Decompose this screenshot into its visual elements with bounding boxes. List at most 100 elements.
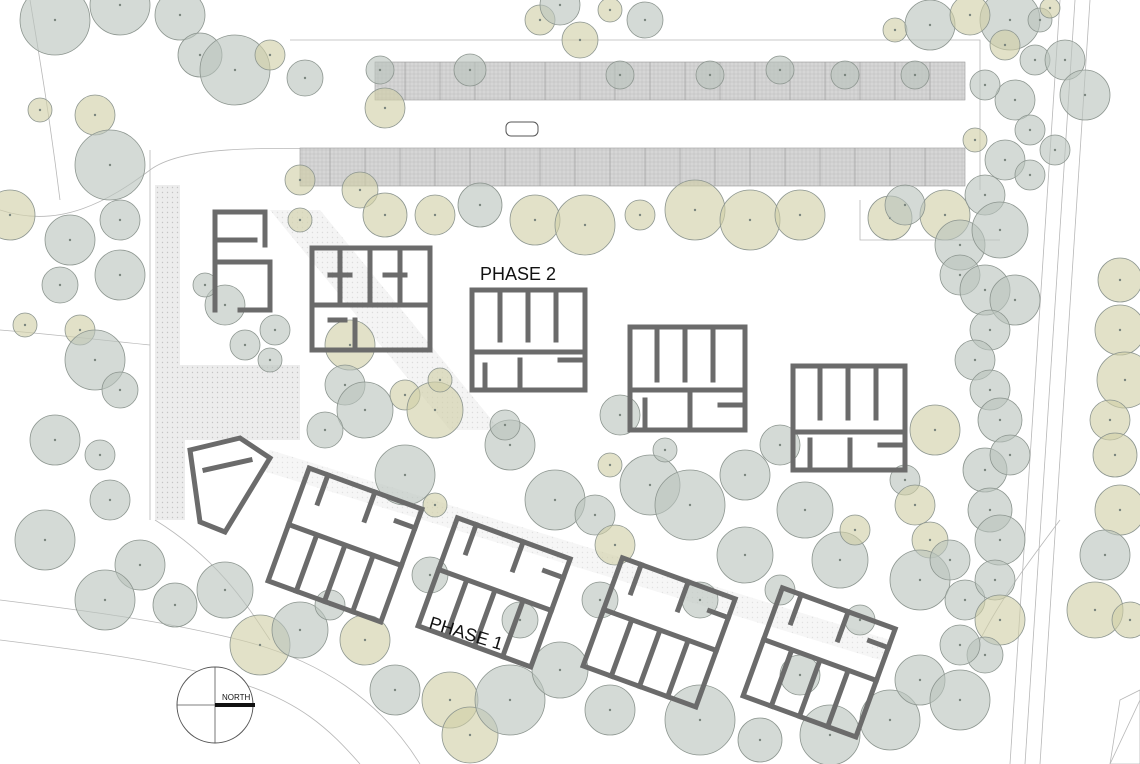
tree-trunk: [233, 68, 237, 72]
tree-trunk: [223, 303, 227, 307]
tree-trunk: [608, 463, 612, 467]
tree-trunk: [343, 383, 347, 387]
tree-trunk: [973, 358, 977, 362]
tree-trunk: [608, 8, 612, 12]
tree-trunk: [243, 343, 247, 347]
tree-trunk: [798, 213, 802, 217]
tree-trunk: [103, 598, 107, 602]
tree-trunk: [303, 76, 307, 80]
tree-trunk: [393, 688, 397, 692]
tree-trunk: [53, 438, 57, 442]
tree-trunk: [358, 188, 362, 192]
building-p1-wedge: [187, 435, 274, 536]
tree-trunk: [378, 68, 382, 72]
tree-trunk: [838, 558, 842, 562]
tree-trunk: [968, 13, 972, 17]
tree-trunk: [828, 733, 832, 737]
tree-trunk: [913, 73, 917, 77]
tree-trunk: [973, 138, 977, 142]
building-p1-b: [414, 514, 574, 671]
phase-2-buildings: [212, 209, 908, 473]
tree-trunk: [618, 413, 622, 417]
tree-trunk: [1003, 43, 1007, 47]
tree-trunk: [643, 18, 647, 22]
tree-trunk: [38, 108, 42, 112]
tree-trunk: [608, 708, 612, 712]
tree-trunk: [1103, 553, 1107, 557]
tree-trunk: [963, 598, 967, 602]
tree-trunk: [403, 473, 407, 477]
tree-trunk: [558, 668, 562, 672]
tree-canopy: [89, 0, 151, 36]
tree-trunk: [998, 538, 1002, 542]
tree-trunk: [853, 528, 857, 532]
building-p2-b: [309, 245, 433, 353]
tree-trunk: [983, 288, 987, 292]
tree-trunk: [223, 588, 227, 592]
tree-trunk: [118, 273, 122, 277]
tree-trunk: [273, 328, 277, 332]
tree-trunk: [268, 358, 272, 362]
tree-trunk: [958, 643, 962, 647]
tree-trunk: [93, 113, 97, 117]
tree-trunk: [468, 733, 472, 737]
tree-trunk: [348, 343, 352, 347]
tree-trunk: [1083, 93, 1087, 97]
tree-trunk: [43, 538, 47, 542]
tree-trunk: [698, 718, 702, 722]
tree-trunk: [478, 203, 482, 207]
tree-canopy: [1094, 484, 1140, 536]
tree-trunk: [508, 698, 512, 702]
tree-trunk: [933, 428, 937, 432]
tree-trunk: [468, 68, 472, 72]
tree-trunk: [323, 428, 327, 432]
tree-trunk: [93, 358, 97, 362]
tree-canopy: [1111, 601, 1140, 639]
tree-trunk: [1093, 608, 1097, 612]
tree-trunk: [178, 13, 182, 17]
tree-trunk: [553, 498, 557, 502]
tree-trunk: [268, 53, 272, 57]
building-p2-d: [627, 324, 748, 433]
tree-trunk: [258, 643, 262, 647]
tree-canopy: [154, 0, 206, 41]
tree-trunk: [893, 28, 897, 32]
building-p2-e: [790, 363, 908, 473]
tree-trunk: [1118, 278, 1122, 282]
tree-trunk: [1063, 58, 1067, 62]
tree-trunk: [693, 208, 697, 212]
tree-trunk: [743, 473, 747, 477]
tree-trunk: [708, 73, 712, 77]
tree-trunk: [613, 543, 617, 547]
tree-trunk: [958, 273, 962, 277]
car-icon: [505, 121, 539, 137]
building-p1-c: [579, 554, 739, 711]
tree-trunk: [928, 23, 932, 27]
tree-trunk: [23, 323, 27, 327]
tree-trunk: [983, 193, 987, 197]
tree-trunk: [903, 203, 907, 207]
tree-trunk: [928, 538, 932, 542]
tree-trunk: [108, 498, 112, 502]
tree-trunk: [983, 653, 987, 657]
tree-trunk: [58, 283, 62, 287]
tree-trunk: [1008, 18, 1012, 22]
tree-trunk: [383, 106, 387, 110]
tree-trunk: [203, 283, 207, 287]
tree-trunk: [778, 68, 782, 72]
tree-trunk: [198, 53, 202, 57]
tree-trunk: [78, 328, 82, 332]
tree-trunk: [988, 508, 992, 512]
building-p1-a: [264, 464, 426, 626]
phase-1-buildings: [187, 435, 899, 741]
tree-trunk: [1038, 18, 1042, 22]
tree-trunk: [363, 638, 367, 642]
tree-trunk: [778, 443, 782, 447]
building-p2-a: [212, 209, 273, 313]
tree-trunk: [1033, 58, 1037, 62]
tree-trunk: [558, 3, 562, 7]
tree-trunk: [648, 483, 652, 487]
tree-canopy: [949, 0, 991, 36]
tree-trunk: [988, 328, 992, 332]
